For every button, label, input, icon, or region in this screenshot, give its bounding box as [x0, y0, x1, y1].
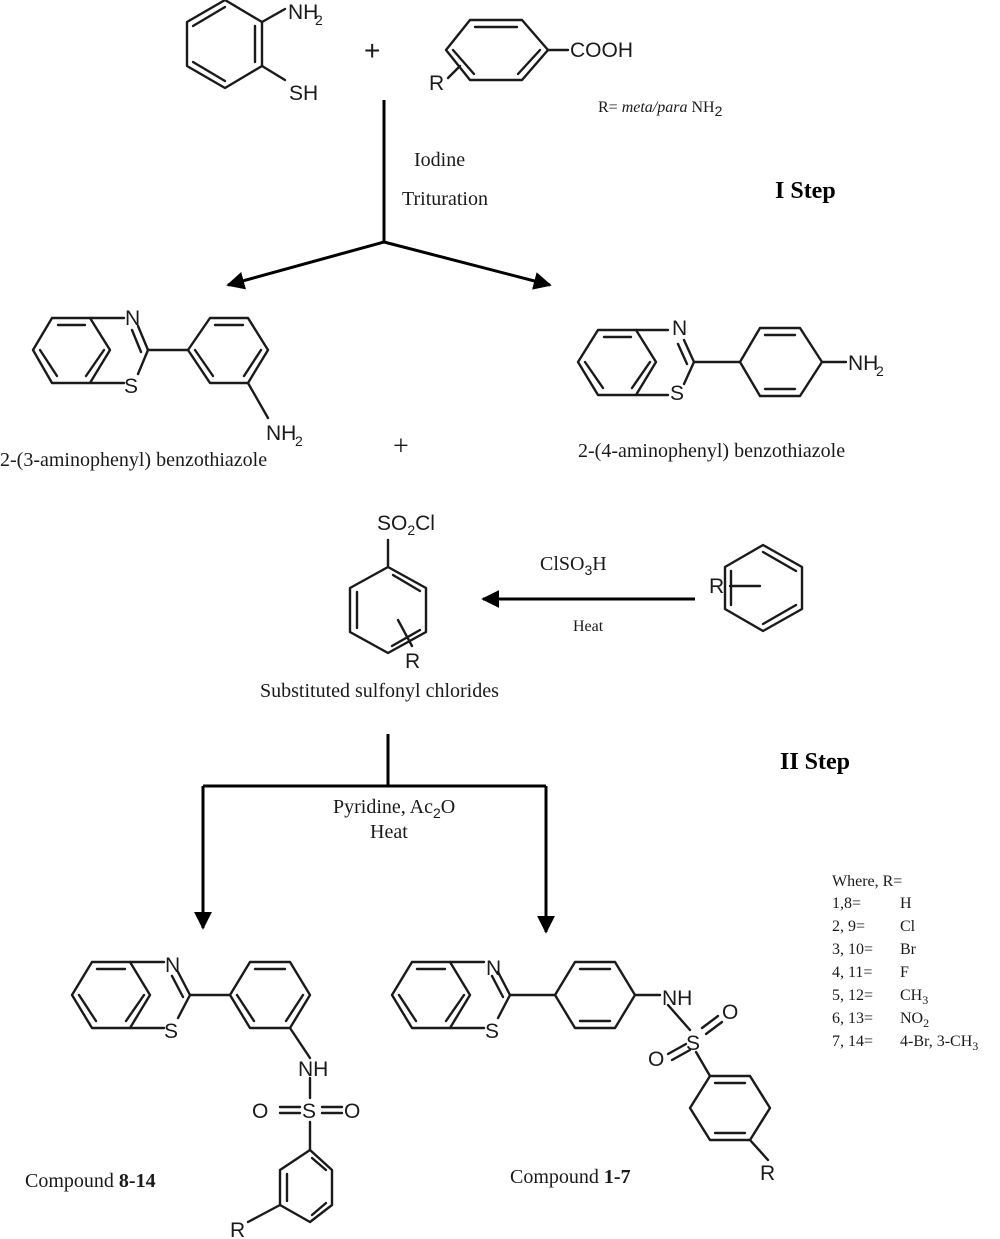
meta-nh2-subscript: 2 — [295, 433, 303, 449]
para-n-label: N — [672, 317, 687, 340]
p1-o-left-label: O — [252, 1100, 268, 1123]
legend-row-number: 3, 10= — [832, 941, 873, 958]
para-nh2-label: NH — [848, 352, 878, 375]
meta-n-label: N — [125, 307, 140, 330]
aminobenzoic-acid-structure: COOH R — [429, 18, 633, 95]
aminothiophenol-structure: NH 2 SH — [185, 0, 323, 105]
meta-s-label: S — [124, 375, 138, 398]
legend-row-value: Br — [900, 941, 917, 958]
p2-n-label: N — [486, 957, 501, 980]
acid-r-label: R — [429, 72, 444, 95]
p1-s-label: S — [164, 1020, 178, 1043]
step2-heat: Heat — [370, 821, 408, 843]
plus-sign-intermediates: + — [393, 431, 409, 462]
p2-o-left-label: O — [648, 1048, 664, 1071]
sh-label: SH — [289, 82, 318, 105]
step1-arrow-right — [383, 240, 552, 290]
compound-1-7-label: Compound 1-7 — [510, 1166, 631, 1188]
meta-aminophenyl-benzothiazole-structure: N S NH 2 — [31, 307, 303, 449]
substituted-benzene-structure: R — [709, 543, 804, 633]
compound-8-14-label: Compound 8-14 — [25, 1170, 156, 1192]
compound-1-7-structure: N S NH S O O R — [390, 957, 775, 1185]
p1-r-label: R — [230, 1219, 245, 1239]
p1-nh-label: NH — [298, 1058, 328, 1081]
step1-arrow-left — [226, 240, 385, 290]
legend-row-number: 6, 13= — [832, 1010, 873, 1027]
legend-row-value: Cl — [900, 918, 916, 935]
chlorosulfonic-acid-reagent: ClSO3H — [540, 553, 607, 578]
pyridine-reagent: Pyridine, Ac2O — [333, 796, 455, 821]
para-intermediate-name: 2-(4-aminophenyl) benzothiazole — [578, 440, 845, 462]
plus-sign-reactants: + — [364, 35, 380, 66]
legend-row-number: 5, 12= — [832, 987, 873, 1004]
compound-8-14-structure: N S NH O S O R — [70, 954, 360, 1239]
r-definition: R= meta/para NH2 — [598, 99, 723, 119]
para-nh2-subscript: 2 — [876, 363, 884, 379]
p2-r-label: R — [760, 1162, 775, 1185]
step2-label: II Step — [780, 749, 850, 775]
chlorosulfonation-heat: Heat — [573, 618, 604, 635]
nh2-subscript: 2 — [315, 12, 323, 28]
nh2-label: NH — [288, 1, 318, 24]
legend-row-number: 4, 11= — [832, 964, 872, 981]
legend-row-number: 7, 14= — [832, 1033, 873, 1050]
so2cl-label: SO2Cl — [377, 512, 435, 538]
benzene-r-label: R — [709, 575, 724, 598]
para-s-label: S — [670, 382, 684, 405]
cooh-label: COOH — [570, 39, 633, 62]
p2-o-right-label: O — [722, 1001, 738, 1024]
legend-row-number: 1,8= — [832, 895, 861, 912]
legend-row-number: 2, 9= — [832, 918, 865, 935]
legend-title: Where, R= — [832, 873, 902, 890]
p2-s-sulfonyl-label: S — [686, 1032, 700, 1055]
substituent-legend: Where, R= 1,8= H 2, 9= Cl 3, 10= Br 4, 11= F 5, … — [832, 873, 978, 1053]
legend-row-value: CH3 — [900, 987, 928, 1007]
p1-o-right-label: O — [344, 1100, 360, 1123]
step1-label: I Step — [775, 178, 836, 204]
legend-row-value: 4-Br, 3-CH3 — [900, 1033, 978, 1053]
legend-row-value: F — [900, 964, 909, 981]
meta-nh2-label: NH — [266, 422, 296, 445]
para-aminophenyl-benzothiazole-structure: N S NH 2 — [576, 317, 884, 405]
sulfonyl-chloride-structure: SO2Cl R — [348, 512, 435, 673]
sulfonyl-r-label: R — [405, 650, 420, 673]
legend-row-value: H — [900, 895, 912, 912]
trituration-condition: Trituration — [402, 188, 488, 210]
meta-intermediate-name: 2-(3-aminophenyl) benzothiazole — [0, 449, 267, 471]
p2-nh-label: NH — [662, 987, 692, 1010]
sulfonyl-chloride-name: Substituted sulfonyl chlorides — [260, 680, 499, 702]
p2-s-label: S — [485, 1020, 499, 1043]
iodine-reagent: Iodine — [414, 149, 465, 171]
legend-row-value: NO2 — [900, 1010, 929, 1030]
p1-n-label: N — [165, 954, 180, 977]
p1-s-sulfonyl-label: S — [302, 1100, 316, 1123]
